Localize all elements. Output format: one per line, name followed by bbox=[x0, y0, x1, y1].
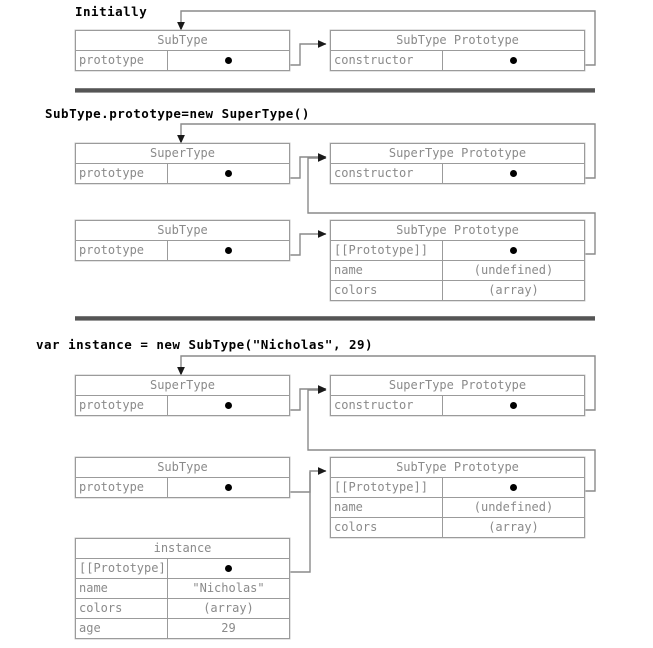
property-value bbox=[168, 396, 289, 415]
object-row: prototype bbox=[76, 478, 289, 497]
object-title: instance bbox=[76, 539, 289, 559]
property-key: prototype bbox=[76, 478, 168, 497]
object-box-supertype-prototype[interactable]: SuperType Prototype constructor bbox=[330, 143, 585, 184]
property-value bbox=[168, 241, 289, 260]
property-key: name bbox=[76, 579, 168, 598]
object-title: SubType Prototype bbox=[331, 221, 584, 241]
property-value: (array) bbox=[203, 601, 254, 615]
property-key: prototype bbox=[76, 241, 168, 260]
section-heading-create-instance: var instance = new SubType("Nicholas", 2… bbox=[36, 337, 374, 352]
section-heading-assign-prototype: SubType.prototype=new SuperType() bbox=[45, 106, 310, 121]
property-value bbox=[168, 559, 289, 578]
pointer-dot bbox=[510, 484, 517, 491]
object-row: age 29 bbox=[76, 619, 289, 638]
property-value: (array) bbox=[488, 520, 539, 534]
object-box-subtype-prototype[interactable]: SubType Prototype constructor bbox=[330, 30, 585, 71]
object-row: prototype bbox=[76, 164, 289, 183]
property-key: prototype bbox=[76, 51, 168, 70]
pointer-dot bbox=[225, 484, 232, 491]
property-value: (array) bbox=[488, 283, 539, 297]
object-row: [[Prototype]] bbox=[76, 559, 289, 579]
object-row: constructor bbox=[331, 51, 584, 70]
property-value: (undefined) bbox=[473, 263, 554, 277]
object-box-supertype[interactable]: SuperType prototype bbox=[75, 143, 290, 184]
object-box-supertype-prototype[interactable]: SuperType Prototype constructor bbox=[330, 375, 585, 416]
property-key: constructor bbox=[331, 396, 443, 415]
property-key: prototype bbox=[76, 396, 168, 415]
property-value: 29 bbox=[221, 621, 236, 635]
property-value bbox=[443, 241, 584, 260]
property-key: constructor bbox=[331, 164, 443, 183]
property-key: age bbox=[76, 619, 168, 638]
pointer-dot bbox=[225, 170, 232, 177]
object-title: SuperType Prototype bbox=[331, 376, 584, 396]
property-key: colors bbox=[76, 599, 168, 618]
object-row: constructor bbox=[331, 396, 584, 415]
property-value bbox=[443, 396, 584, 415]
property-key: constructor bbox=[331, 51, 443, 70]
property-key: [[Prototype]] bbox=[76, 559, 168, 578]
section-divider bbox=[75, 316, 595, 321]
object-row: prototype bbox=[76, 51, 289, 70]
pointer-dot bbox=[510, 247, 517, 254]
property-key: colors bbox=[331, 281, 443, 300]
pointer-dot bbox=[225, 565, 232, 572]
section-divider bbox=[75, 88, 595, 93]
object-box-subtype-prototype[interactable]: SubType Prototype [[Prototype]] name (un… bbox=[330, 457, 585, 538]
property-key: name bbox=[331, 498, 443, 517]
pointer-dot bbox=[510, 170, 517, 177]
object-title: SubType Prototype bbox=[331, 31, 584, 51]
object-row: name (undefined) bbox=[331, 498, 584, 518]
object-row: colors (array) bbox=[331, 281, 584, 300]
object-row: colors (array) bbox=[76, 599, 289, 619]
section-heading-initially: Initially bbox=[75, 4, 148, 19]
property-key: [[Prototype]] bbox=[331, 241, 443, 260]
pointer-dot bbox=[225, 247, 232, 254]
object-row: [[Prototype]] bbox=[331, 241, 584, 261]
object-box-subtype[interactable]: SubType prototype bbox=[75, 220, 290, 261]
property-value bbox=[443, 164, 584, 183]
pointer-dot bbox=[225, 402, 232, 409]
object-box-instance[interactable]: instance [[Prototype]] name "Nicholas" c… bbox=[75, 538, 290, 639]
property-key: colors bbox=[331, 518, 443, 537]
property-value bbox=[443, 478, 584, 497]
object-box-subtype[interactable]: SubType prototype bbox=[75, 30, 290, 71]
property-value bbox=[443, 51, 584, 70]
object-row: [[Prototype]] bbox=[331, 478, 584, 498]
property-value: (undefined) bbox=[473, 500, 554, 514]
object-box-subtype-prototype[interactable]: SubType Prototype [[Prototype]] name (un… bbox=[330, 220, 585, 301]
object-title: SuperType bbox=[76, 144, 289, 164]
object-row: prototype bbox=[76, 396, 289, 415]
property-value bbox=[168, 51, 289, 70]
object-title: SuperType Prototype bbox=[331, 144, 584, 164]
object-row: name (undefined) bbox=[331, 261, 584, 281]
object-title: SubType bbox=[76, 221, 289, 241]
object-row: name "Nicholas" bbox=[76, 579, 289, 599]
object-title: SubType bbox=[76, 31, 289, 51]
object-row: prototype bbox=[76, 241, 289, 260]
object-row: constructor bbox=[331, 164, 584, 183]
property-value: "Nicholas" bbox=[192, 581, 265, 595]
pointer-dot bbox=[510, 57, 517, 64]
object-row: colors (array) bbox=[331, 518, 584, 537]
object-title: SubType bbox=[76, 458, 289, 478]
object-box-subtype[interactable]: SubType prototype bbox=[75, 457, 290, 498]
property-key: [[Prototype]] bbox=[331, 478, 443, 497]
object-title: SuperType bbox=[76, 376, 289, 396]
property-key: prototype bbox=[76, 164, 168, 183]
pointer-dot bbox=[510, 402, 517, 409]
pointer-dot bbox=[225, 57, 232, 64]
object-title: SubType Prototype bbox=[331, 458, 584, 478]
object-box-supertype[interactable]: SuperType prototype bbox=[75, 375, 290, 416]
property-value bbox=[168, 164, 289, 183]
property-key: name bbox=[331, 261, 443, 280]
property-value bbox=[168, 478, 289, 497]
